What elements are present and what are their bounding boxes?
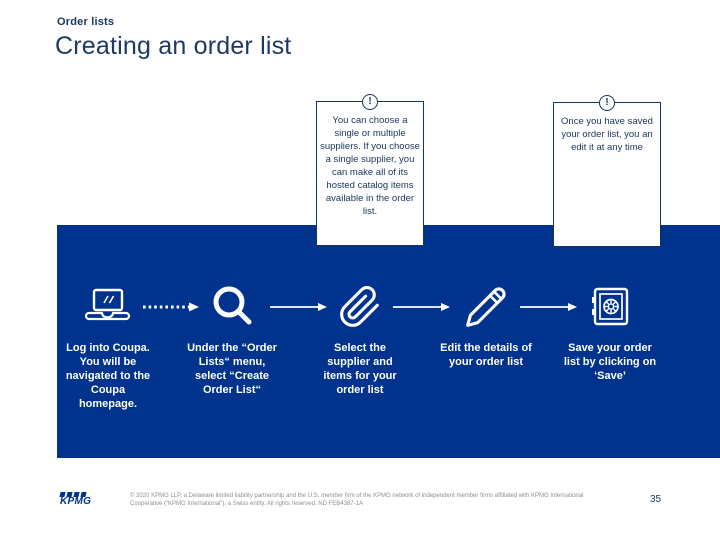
solid-arrow-connector [393,301,451,313]
exclamation-icon: ! [362,94,378,110]
callout-note-2-text: Once you have saved your order list, you… [561,116,653,153]
slide-eyebrow: Order lists [57,16,115,28]
step-label: Save your order list by clicking on ‘Sav… [563,342,657,382]
search-icon [174,281,290,333]
solid-arrow-connector [520,301,578,313]
paperclip-icon [302,281,418,333]
footer-copyright: © 2020 KPMG LLP, a Delaware limited liab… [130,492,600,508]
process-step-edit-details: Edit the details of your order list [428,281,544,369]
step-label: Select the supplier and items for your o… [323,342,397,396]
safe-icon [552,281,668,333]
process-step-select-supplier: Select the supplier and items for your o… [302,281,418,397]
step-label: Log into Coupa. You will be navigated to… [65,342,151,410]
laptop-icon [50,281,166,333]
dotted-arrow-connector [142,301,200,313]
kpmg-logo-text: KPMG [60,496,92,507]
page-title: Creating an order list [55,32,292,60]
callout-note-1: ! You can choose a single or multiple su… [316,94,424,246]
step-label: Edit the details of your order list [440,342,532,368]
process-step-save: Save your order list by clicking on ‘Sav… [552,281,668,383]
footer-copyright-line2: Cooperative (“KPMG International”), a Sw… [130,501,363,507]
pencil-icon [428,281,544,333]
kpmg-logo: KPMG [59,492,100,507]
exclamation-icon: ! [599,95,615,111]
process-step-order-lists-menu: Under the “Order Lists“ menu, select “Cr… [174,281,290,397]
step-label: Under the “Order Lists“ menu, select “Cr… [187,342,277,396]
footer-copyright-line1: © 2020 KPMG LLP, a Delaware limited liab… [130,493,584,499]
page-number: 35 [650,494,662,505]
callout-note-2: ! Once you have saved your order list, y… [553,95,661,247]
content-panel [57,225,720,458]
solid-arrow-connector [270,301,328,313]
callout-note-1-text: You can choose a single or multiple supp… [320,115,420,217]
process-step-login: Log into Coupa. You will be navigated to… [50,281,166,411]
